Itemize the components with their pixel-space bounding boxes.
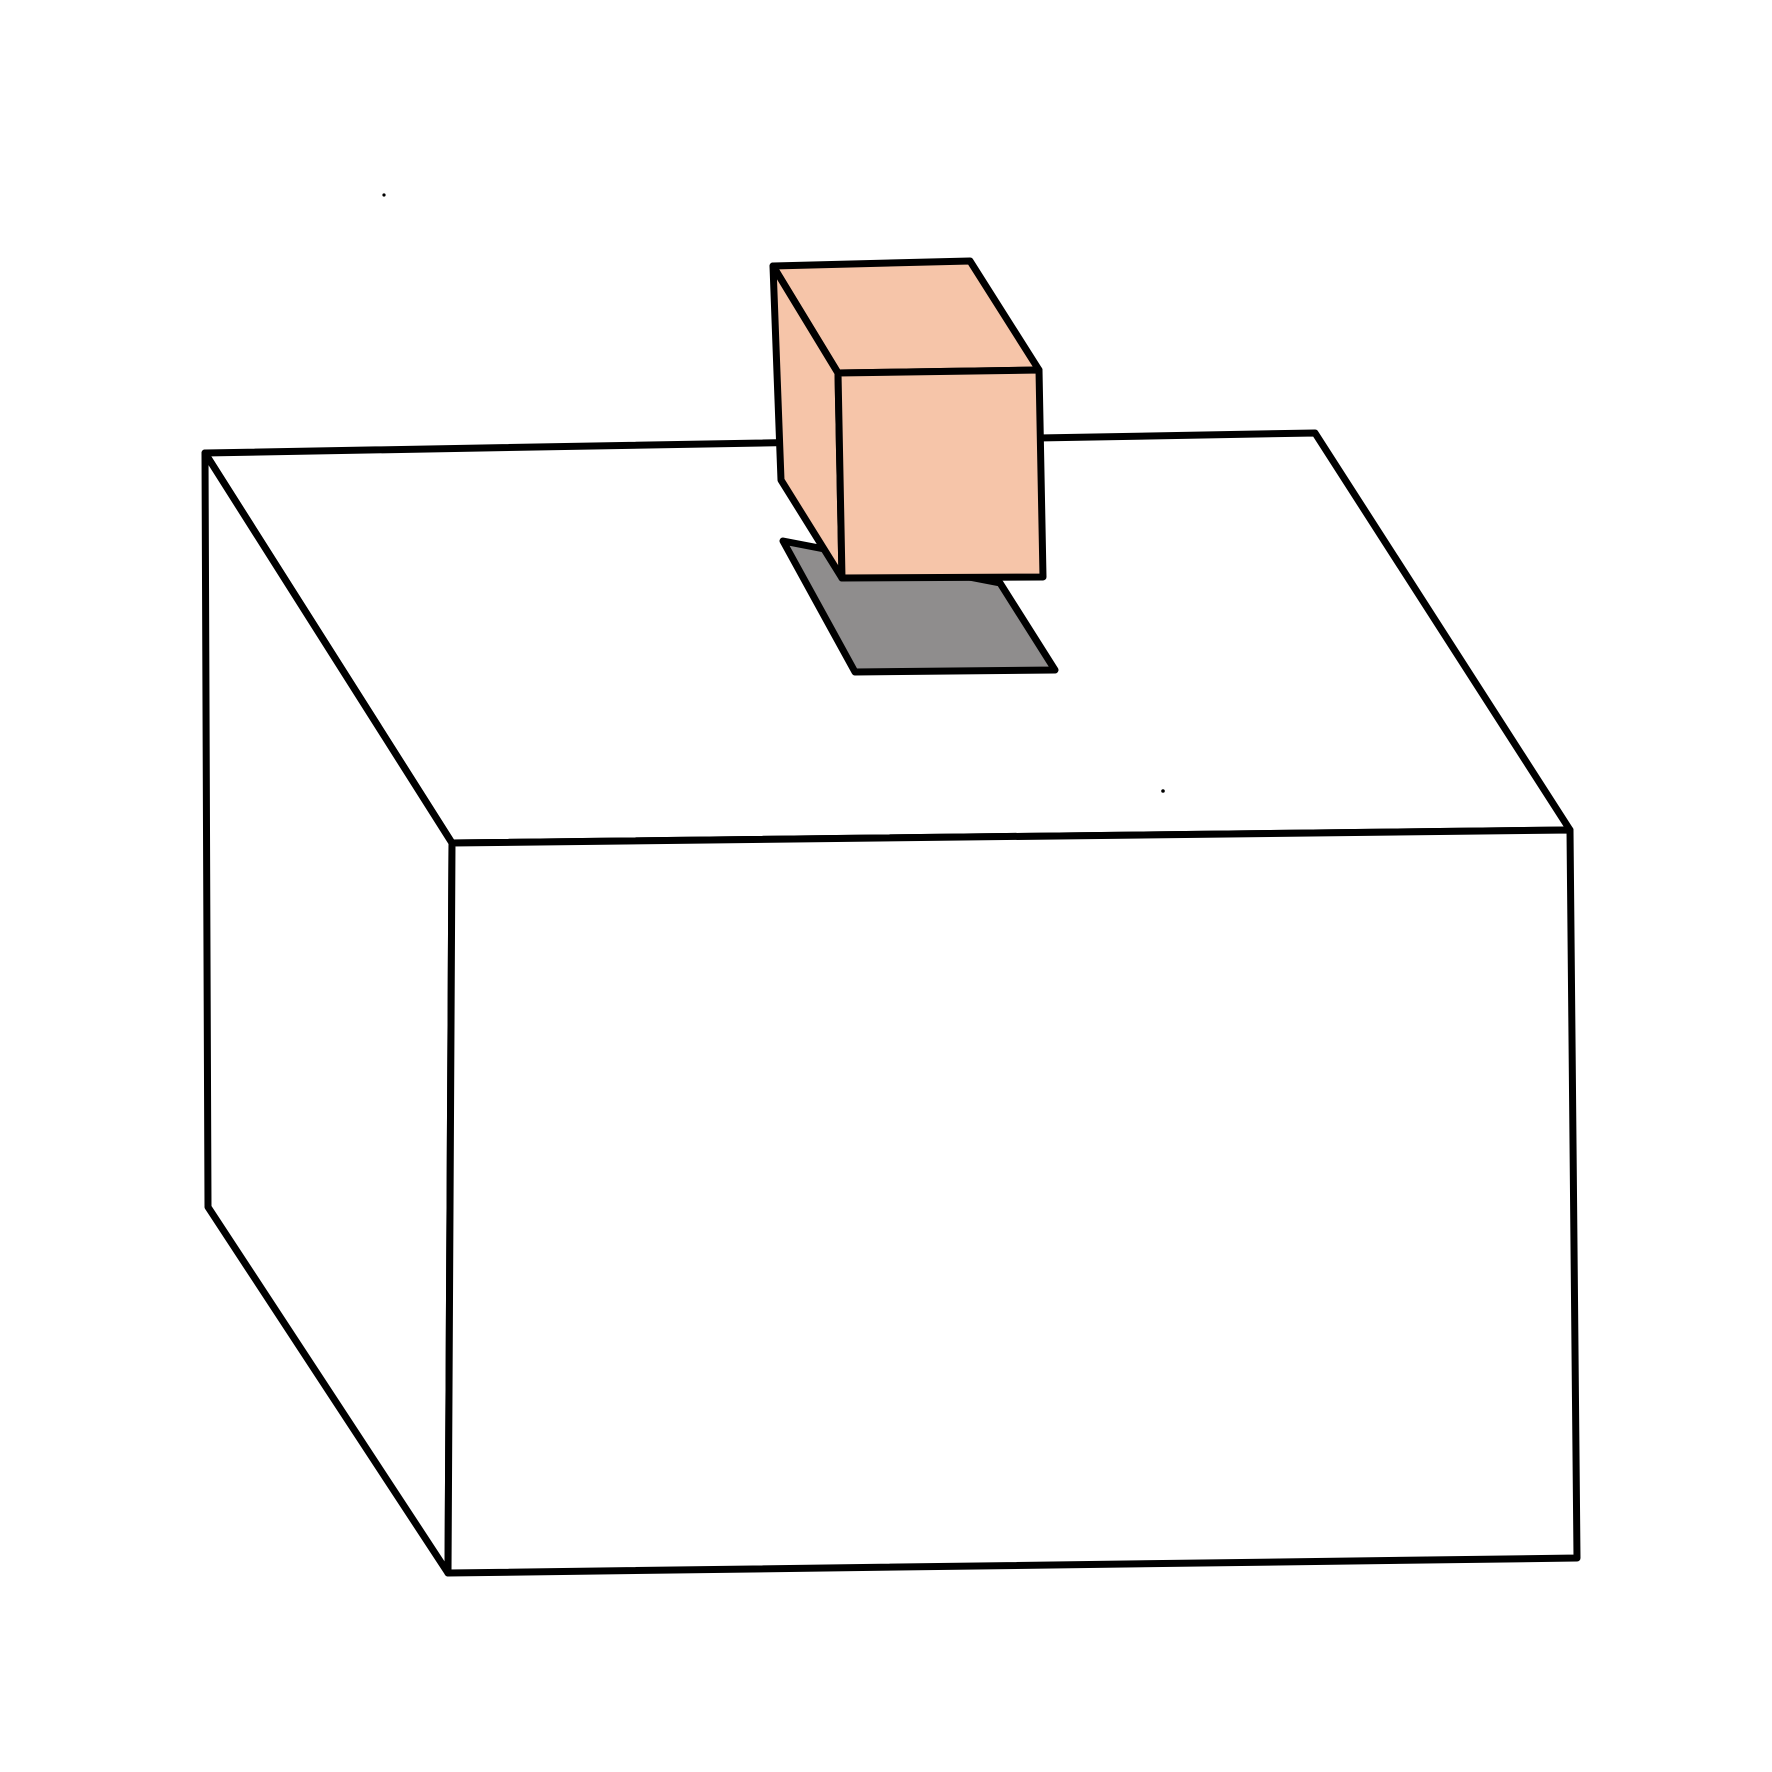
large-box-front-face	[444, 826, 1581, 1577]
large-box	[201, 429, 1581, 1577]
small-cube	[769, 257, 1047, 582]
ink-speck	[1161, 789, 1165, 793]
small-cube-front-face	[834, 366, 1047, 582]
ink-speck	[382, 193, 386, 197]
